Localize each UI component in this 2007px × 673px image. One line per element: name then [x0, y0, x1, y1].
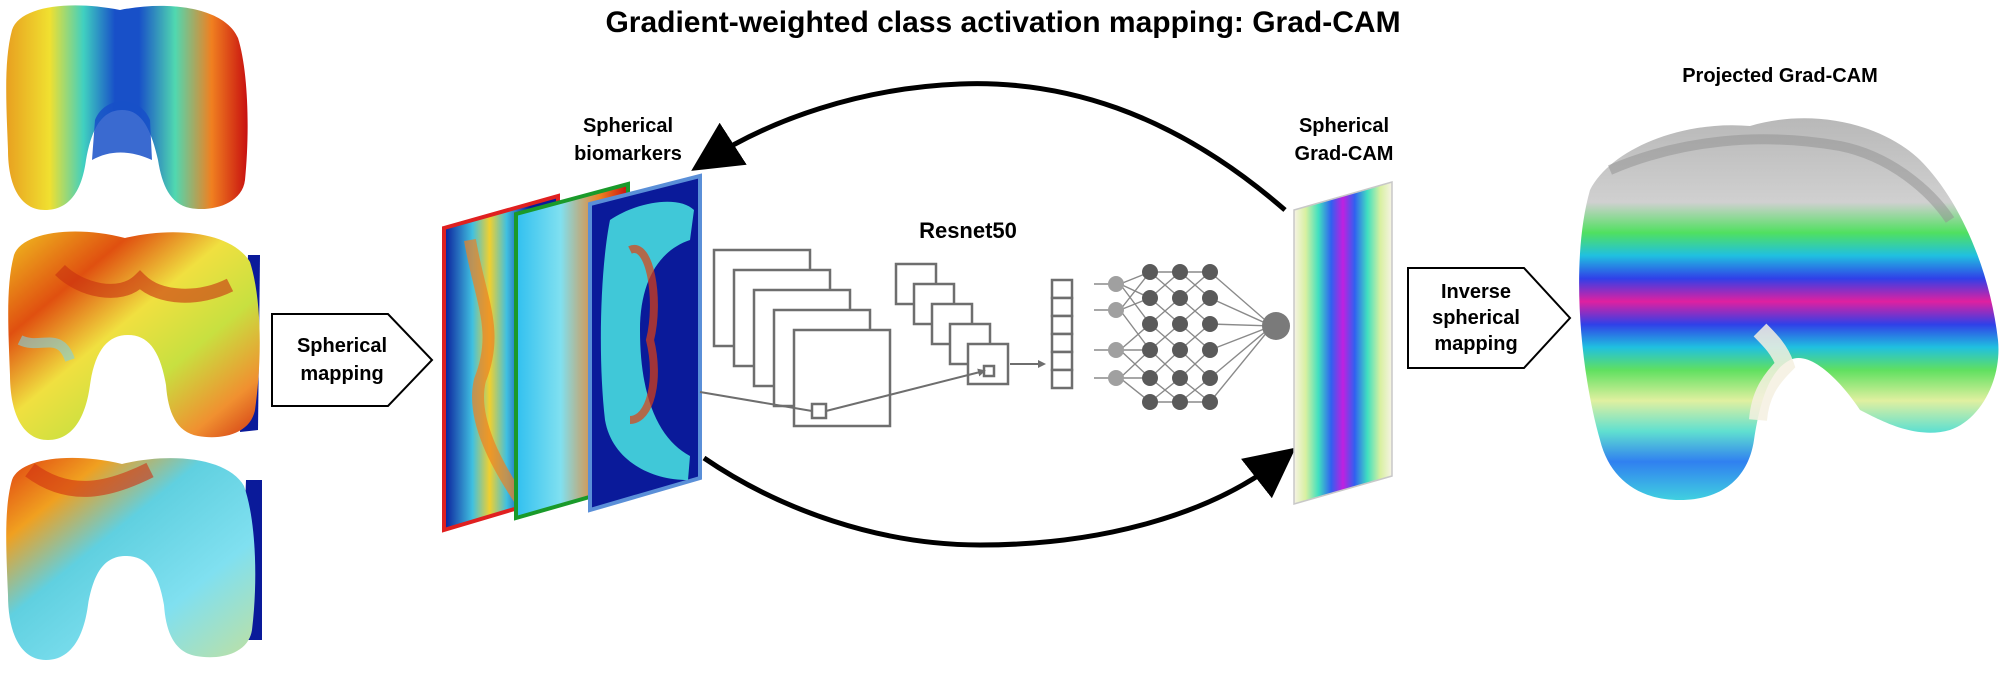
- spherical-mapping-step: Spherical mapping: [271, 313, 434, 407]
- spherical-mapping-line2: mapping: [300, 363, 383, 385]
- knee-shape-biomarker-1: [8, 231, 260, 440]
- spherical-gradcam-label-line2: Grad-CAM: [1295, 143, 1394, 165]
- spherical-gradcam-label-line1: Spherical: [1299, 115, 1389, 137]
- spherical-gradcam-map: [1293, 181, 1393, 505]
- diagram-title: Gradient-weighted class activation mappi…: [605, 6, 1400, 39]
- inverse-mapping-line2: spherical: [1432, 307, 1520, 329]
- feature-vector: [1050, 278, 1074, 390]
- inverse-mapping-line1: Inverse: [1441, 281, 1511, 303]
- inverse-mapping-step: Inverse spherical mapping: [1407, 267, 1572, 369]
- output-node: [1262, 312, 1290, 340]
- projected-gradcam-knee: [1579, 118, 1999, 500]
- conv-block-small: [894, 262, 1010, 386]
- forward-output-arrow: [702, 447, 1296, 548]
- spherical-mapping-line1: Spherical: [297, 335, 387, 357]
- spherical-biomarkers-label-line2: biomarkers: [574, 143, 682, 165]
- biomarker-map-blue: [588, 173, 702, 513]
- connector-lines: [699, 360, 1046, 412]
- projected-gradcam-label: Projected Grad-CAM: [1682, 65, 1878, 87]
- knee-shape-biomarker-2: [6, 457, 262, 660]
- knee-shape-distance: [6, 5, 248, 211]
- fc-network: [1094, 264, 1290, 410]
- inverse-mapping-line3: mapping: [1434, 333, 1517, 355]
- spherical-biomarkers-label-line1: Spherical: [583, 115, 673, 137]
- resnet-label: Resnet50: [919, 218, 1017, 243]
- gradient-feedback-arrow: [691, 81, 1287, 212]
